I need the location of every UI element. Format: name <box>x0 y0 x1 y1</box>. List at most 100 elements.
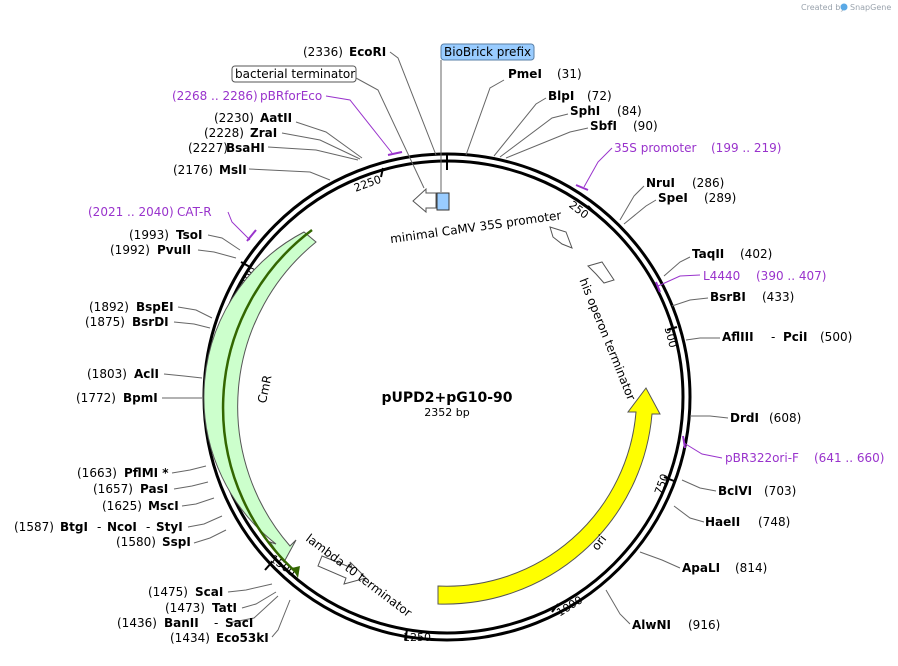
svg-text:(90): (90) <box>633 119 658 133</box>
bacterial-terminator-box[interactable] <box>231 65 357 83</box>
site-saci: SacI <box>225 616 253 630</box>
svg-text:(286): (286) <box>692 176 724 190</box>
site-sspi: SspI <box>162 535 191 549</box>
site-bsrdi: BsrDI <box>132 315 169 329</box>
svg-text:(1663): (1663) <box>77 466 117 480</box>
site-ncoi: NcoI <box>107 520 137 534</box>
site-aatii: AatII <box>260 111 292 125</box>
plasmid-length: 2352 bp <box>424 406 469 419</box>
site-drdi: DrdI <box>730 411 759 425</box>
svg-text:(1436): (1436) <box>117 616 157 630</box>
terminator-arrow-1[interactable] <box>549 226 573 249</box>
svg-text:(2228): (2228) <box>204 126 244 140</box>
svg-text:(748): (748) <box>758 515 790 529</box>
site-apali: ApaLI <box>682 561 720 575</box>
svg-text:(84): (84) <box>617 104 642 118</box>
his-terminator-label: his operon terminator <box>576 276 638 402</box>
svg-text:(2230): (2230) <box>214 111 254 125</box>
site-pflmi: PflMI * <box>124 466 169 480</box>
svg-text:(1580): (1580) <box>116 535 156 549</box>
biobrick-prefix-box[interactable] <box>440 43 535 61</box>
minimal-promoter-label: minimal CaMV 35S promoter <box>389 208 562 246</box>
minimal-promoter-arrow[interactable] <box>412 187 437 214</box>
lambda-terminator-arrow[interactable] <box>317 555 367 585</box>
site-acli: AclI <box>134 367 159 381</box>
cmr-primer-arrowhead <box>292 566 300 578</box>
site-afliii: AflIII <box>722 330 754 344</box>
svg-text:(1992): (1992) <box>110 243 150 257</box>
svg-text:(1657): (1657) <box>93 482 133 496</box>
tick-750: 750 <box>652 472 671 496</box>
site-banii: BanII <box>164 616 199 630</box>
biobrick-prefix-feature[interactable] <box>436 192 450 211</box>
bacterial-terminator-leader <box>355 77 425 189</box>
site-sbfi: SbfI <box>590 119 617 133</box>
primer-pbrforeco-range: (2268 .. 2286) <box>172 89 258 103</box>
primer-catr-range: (2021 .. 2040) <box>88 205 174 219</box>
svg-text:(1434): (1434) <box>170 631 210 645</box>
biobrick-prefix-label: BioBrick prefix <box>444 45 531 59</box>
svg-text:(1475): (1475) <box>148 585 188 599</box>
svg-text:(1875): (1875) <box>85 315 125 329</box>
svg-text:(2336): (2336) <box>303 45 343 59</box>
primer-l4440-range: (390 .. 407) <box>756 269 826 283</box>
site-pmei: PmeI <box>508 67 542 81</box>
bacterial-terminator-label: bacterial terminator <box>235 67 355 81</box>
site-taqii: TaqII <box>692 247 724 261</box>
snapgene-brand-text: SnapGene <box>850 3 891 12</box>
svg-text:(1625): (1625) <box>102 499 142 513</box>
site-btgi: BtgI <box>60 520 88 534</box>
site-haeii: HaeII <box>705 515 740 529</box>
created-by-text: Created by <box>801 3 845 12</box>
site-tati: TatI <box>212 601 237 615</box>
right-site-labels: PmeI (31) BlpI (72) SphI (84) SbfI (90) … <box>508 67 852 632</box>
svg-text:(703): (703) <box>764 484 796 498</box>
svg-text:(1993): (1993) <box>129 228 169 242</box>
site-nrui: NruI <box>646 176 675 190</box>
primer-35s-range: (199 .. 219) <box>711 141 781 155</box>
site-alwni: AlwNI <box>632 618 671 632</box>
svg-text:(814): (814) <box>735 561 767 575</box>
svg-text:(608): (608) <box>769 411 801 425</box>
site-bsahi: BsaHI <box>226 141 265 155</box>
primer-pbrforeco-name: pBRforEco <box>260 89 322 103</box>
site-bsrbi: BsrBI <box>710 290 746 304</box>
site-zrai: ZraI <box>250 126 277 140</box>
svg-text:(1772): (1772) <box>76 391 116 405</box>
primer-leaders <box>227 95 723 459</box>
primer-catr-name: CAT-R <box>177 205 212 219</box>
svg-text:(1473): (1473) <box>165 601 205 615</box>
site-msci: MscI <box>148 499 179 513</box>
svg-text:-: - <box>214 616 218 630</box>
svg-text:(916): (916) <box>688 618 720 632</box>
svg-text:-: - <box>771 330 775 344</box>
ring-tick-250 <box>587 205 597 215</box>
site-spei: SpeI <box>658 191 688 205</box>
primer-pbr322orif-name: pBR322ori-F <box>725 451 799 465</box>
site-styi: StyI <box>156 520 183 534</box>
his-terminator-arrow[interactable] <box>587 261 615 284</box>
site-bspei: BspEI <box>136 300 174 314</box>
cmr-primer-line <box>221 229 313 575</box>
svg-text:(433): (433) <box>762 290 794 304</box>
svg-text:-: - <box>146 520 150 534</box>
svg-text:(500): (500) <box>820 330 852 344</box>
svg-text:(31): (31) <box>557 67 582 81</box>
primer-l4440-name: L4440 <box>703 269 740 283</box>
tick-500: 500 <box>662 326 680 350</box>
ori-arrow[interactable] <box>437 387 661 605</box>
site-ecori: EcoRI <box>349 45 386 59</box>
site-scai: ScaI <box>195 585 223 599</box>
site-pvuii: PvuII <box>157 243 191 257</box>
primer-pbr322orif-range: (641 .. 660) <box>814 451 884 465</box>
cmr-arrow[interactable] <box>203 231 317 563</box>
tick-250: 250 <box>566 198 591 221</box>
svg-text:(1803): (1803) <box>87 367 127 381</box>
snapgene-logo-icon <box>840 3 848 11</box>
lambda-terminator-label: lambda t0 terminator <box>303 531 414 620</box>
primer-35s-name: 35S promoter <box>614 141 696 155</box>
svg-text:(2176): (2176) <box>173 163 213 177</box>
svg-text:(2227): (2227) <box>188 141 228 155</box>
left-site-leaders <box>162 51 437 638</box>
